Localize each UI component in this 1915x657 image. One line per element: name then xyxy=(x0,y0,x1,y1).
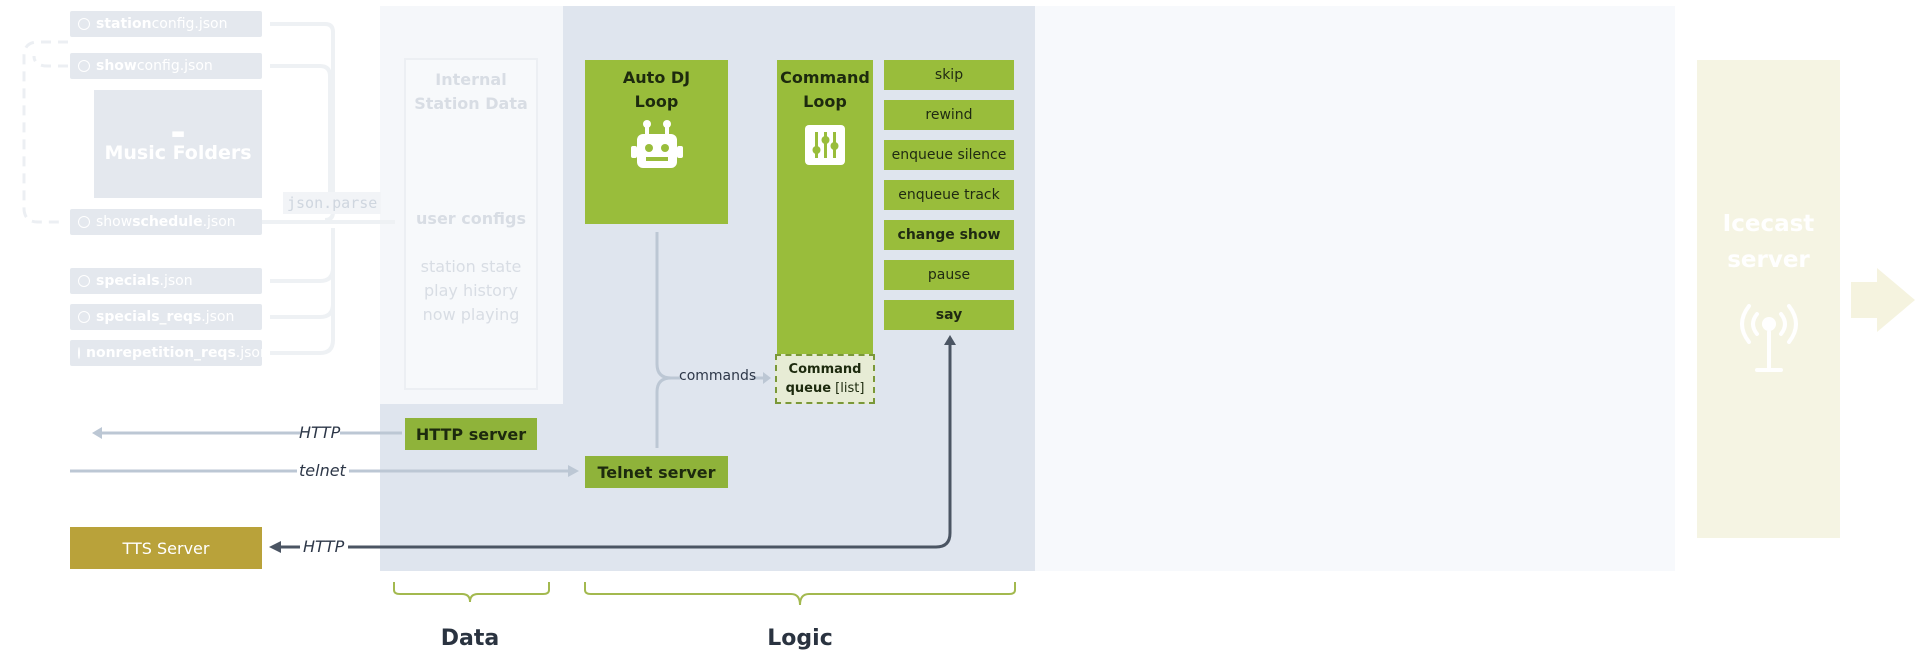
file-name: showconfig.json xyxy=(96,58,213,74)
icecast-line1: Icecast xyxy=(1722,211,1815,237)
station-state-label: station state xyxy=(420,257,522,276)
telnet-server: Telnet server xyxy=(585,456,728,488)
tts-server: TTS Server xyxy=(70,527,262,569)
file-showschedule: showschedule.json xyxy=(70,209,262,235)
file-specials: specials.json xyxy=(70,268,262,294)
internal-title-line1: Internal xyxy=(435,70,507,89)
icecast-line2: server xyxy=(1727,247,1810,273)
queue-word: queue xyxy=(785,381,832,396)
file-specials-reqs: specials_reqs.json xyxy=(70,304,262,330)
file-name: specials.json xyxy=(96,273,193,289)
command-loop-line1: Command xyxy=(780,68,870,87)
folder-icon: ▬ xyxy=(170,124,186,142)
http-tts-edge-label: HTTP xyxy=(303,537,345,556)
queue-title: Command xyxy=(788,362,862,377)
gear-icon xyxy=(78,275,90,287)
commands-edge-label: commands xyxy=(679,368,757,384)
logic-section-label: Logic xyxy=(767,626,833,651)
file-nonrepetition-reqs: nonrepetition_reqs.json xyxy=(70,340,269,366)
json-parse-label: json.parse xyxy=(283,192,382,214)
file-name: specials_reqs.json xyxy=(96,309,235,325)
command-enqueue-track: enqueue track xyxy=(884,180,1014,210)
command-skip: skip xyxy=(884,60,1014,90)
pencil-icon xyxy=(78,311,90,323)
telnet-edge-label: telnet xyxy=(299,461,346,480)
http-server: HTTP server xyxy=(405,418,537,450)
robot-icon xyxy=(630,120,683,168)
file-name: stationconfig.json xyxy=(96,16,228,32)
file-name: showschedule.json xyxy=(96,214,236,230)
command-say: say xyxy=(884,300,1014,330)
icecast-server: Icecast server xyxy=(1697,60,1840,538)
auto-dj-loop: Auto DJ Loop xyxy=(585,60,728,224)
auto-dj-line1: Auto DJ xyxy=(622,68,691,87)
queue-type: [list] xyxy=(831,381,865,396)
music-folders-label: Music Folders xyxy=(104,142,252,164)
file-name: nonrepetition_reqs.json xyxy=(86,345,269,361)
internal-title-line2: Station Data xyxy=(414,94,528,113)
music-folders: ▬ Music Folders xyxy=(94,90,262,198)
now-playing-label: now playing xyxy=(422,305,520,324)
mixer-icon xyxy=(805,125,845,165)
user-configs-label: user configs xyxy=(416,209,526,228)
command-loop-line2: Loop xyxy=(803,92,847,111)
gear-icon xyxy=(78,216,90,228)
command-loop: Command Loop xyxy=(777,60,873,354)
play-history-label: play history xyxy=(424,281,518,300)
gear-icon xyxy=(78,60,90,72)
broadcast-antenna-icon xyxy=(1739,304,1798,372)
command-pause: pause xyxy=(884,260,1014,290)
command-rewind: rewind xyxy=(884,100,1014,130)
file-stationconfig: stationconfig.json xyxy=(70,11,262,37)
http-edge-label: HTTP xyxy=(299,423,341,442)
command-queue: Command queue [list] xyxy=(775,354,875,404)
gear-icon xyxy=(78,18,90,30)
internal-station-data: Internal Station Data user configs stati… xyxy=(404,58,538,390)
pencil-icon xyxy=(78,347,80,359)
file-showconfig: showconfig.json xyxy=(70,53,262,79)
command-change-show: change show xyxy=(884,220,1014,250)
auto-dj-line2: Loop xyxy=(634,92,679,111)
data-section-label: Data xyxy=(440,626,500,651)
command-enqueue-silence: enqueue silence xyxy=(884,140,1014,170)
